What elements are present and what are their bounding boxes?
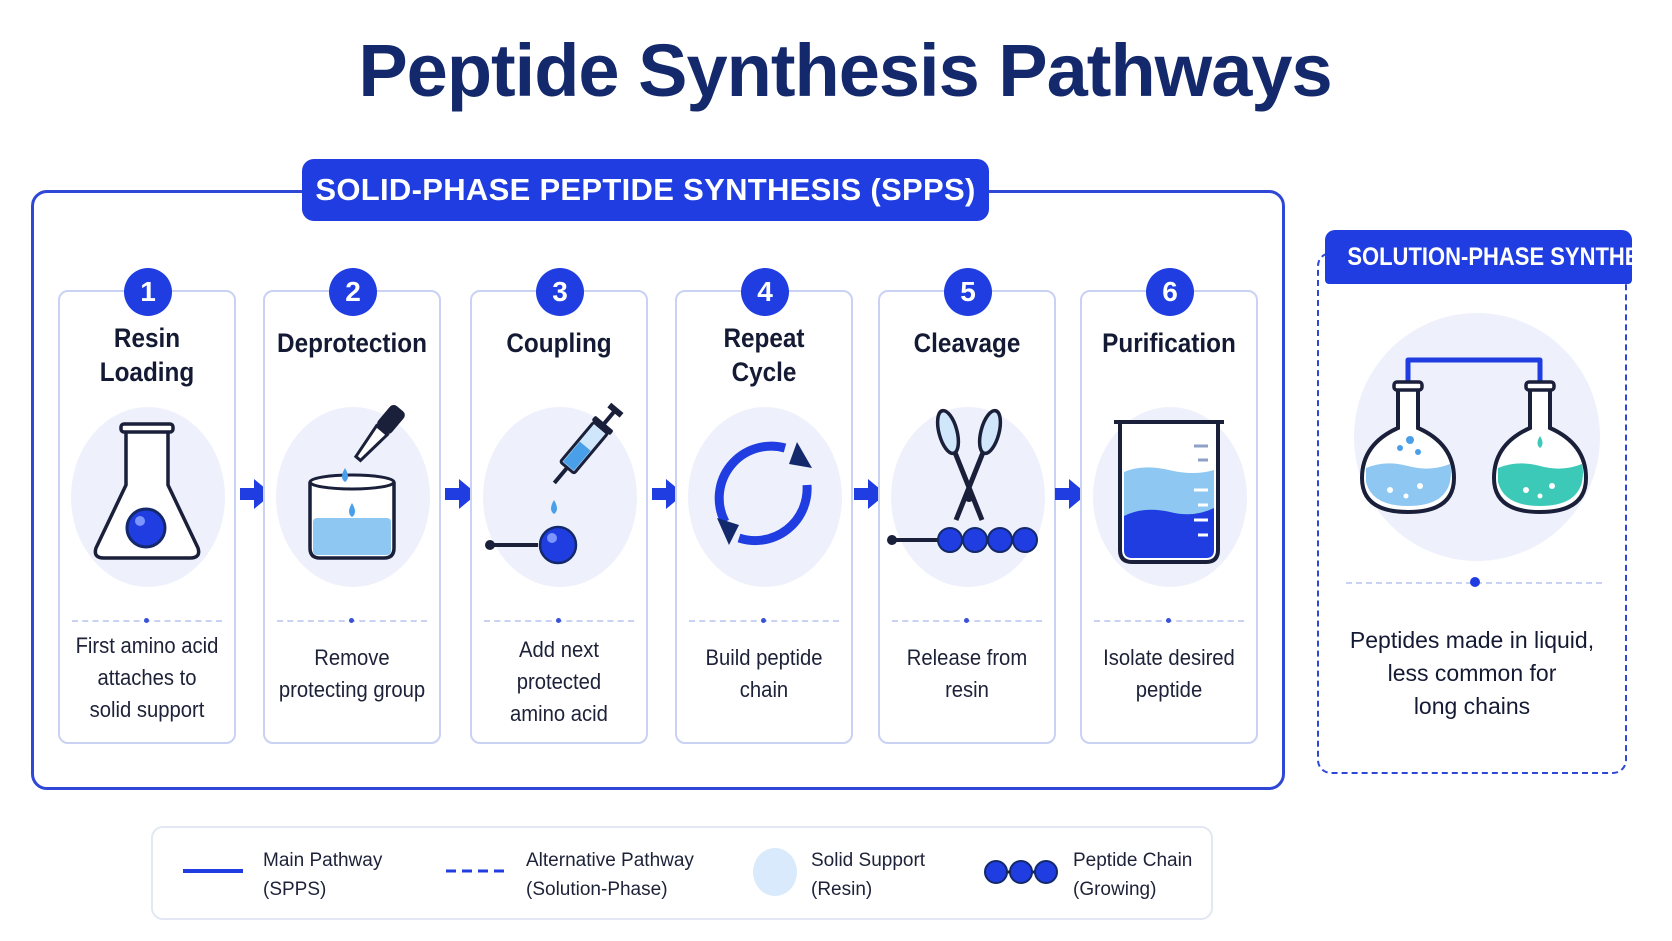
beaker-liquid-icon bbox=[1114, 420, 1224, 564]
legend-label: Solid Support(Resin) bbox=[811, 850, 926, 900]
step-title: Deprotection bbox=[277, 328, 427, 358]
step-title: Purification bbox=[1102, 328, 1236, 358]
arrow-right-icon bbox=[652, 479, 684, 509]
step-title: Cleavage bbox=[913, 328, 1021, 358]
connected-flasks-icon bbox=[1359, 357, 1589, 515]
legend: Main Pathway(SPPS) Alternative Pathway(S… bbox=[151, 826, 1213, 920]
step-number: 2 bbox=[329, 268, 377, 316]
legend-label: Peptide Chain(Growing) bbox=[1073, 850, 1193, 900]
legend-label: Main Pathway(SPPS) bbox=[263, 850, 383, 900]
step-number: 3 bbox=[536, 268, 584, 316]
icon-background bbox=[688, 407, 842, 587]
page-title: Peptide Synthesis Pathways bbox=[358, 29, 1332, 112]
arrow-right-icon bbox=[445, 479, 477, 509]
divider-dot bbox=[761, 618, 766, 623]
peptide-chain-icon bbox=[984, 860, 1058, 884]
arrow-right-icon bbox=[1055, 479, 1087, 509]
cycle-arrows-icon bbox=[714, 441, 812, 546]
divider-dot bbox=[556, 618, 561, 623]
divider-dot bbox=[144, 618, 149, 623]
divider-dot bbox=[1166, 618, 1171, 623]
syringe-coupling-icon bbox=[485, 402, 624, 565]
spps-header: SOLID-PHASE PEPTIDE SYNTHESIS (SPPS) bbox=[302, 159, 989, 221]
flask-resin-icon bbox=[93, 422, 201, 560]
divider-dot bbox=[1470, 577, 1480, 587]
step-number: 5 bbox=[944, 268, 992, 316]
legend-label: Alternative Pathway(Solution-Phase) bbox=[526, 850, 694, 900]
dropper-beaker-icon bbox=[308, 404, 405, 560]
step-number: 4 bbox=[741, 268, 789, 316]
solid-support-circle-icon bbox=[753, 848, 797, 896]
solid-line-icon bbox=[183, 869, 243, 873]
divider-dot bbox=[964, 618, 969, 623]
step-title: Coupling bbox=[506, 328, 612, 358]
divider-dot bbox=[349, 618, 354, 623]
step-number: 1 bbox=[124, 268, 172, 316]
arrow-right-icon bbox=[240, 479, 272, 509]
solution-phase-header: SOLUTION-PHASE SYNTHESIS bbox=[1325, 230, 1672, 284]
dashed-line-icon bbox=[446, 869, 508, 873]
arrow-right-icon bbox=[854, 479, 886, 509]
scissors-chain-icon bbox=[887, 408, 1038, 553]
step-number: 6 bbox=[1146, 268, 1194, 316]
